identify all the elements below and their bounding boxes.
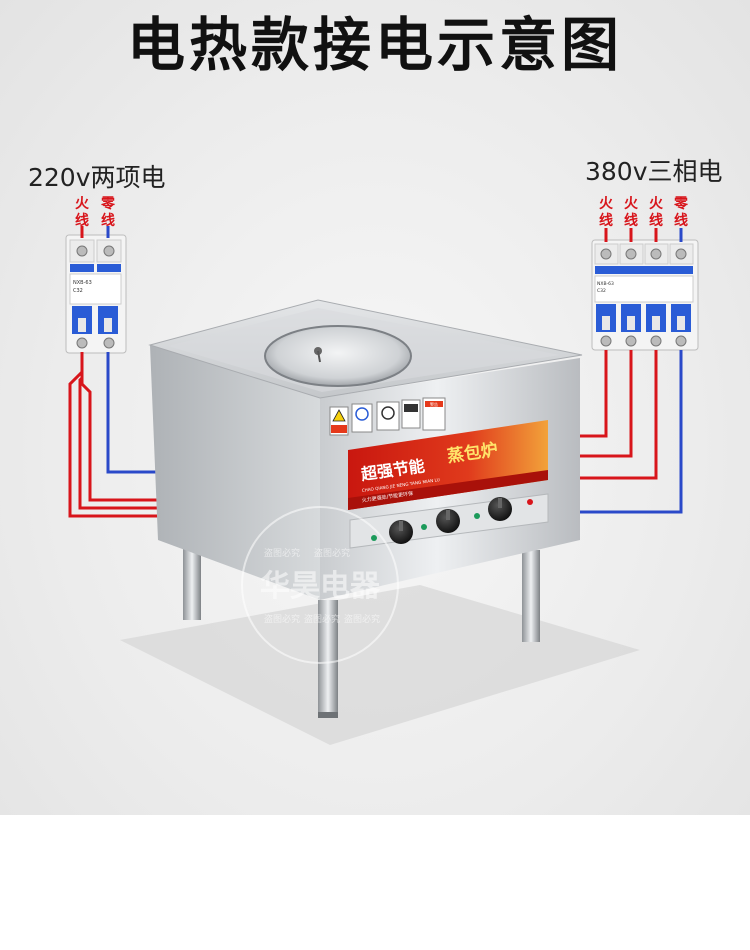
watermark-small-4: 盗图必究 [304,613,340,625]
right-neutral-wire-label: 零线 [674,196,688,229]
indicator-light-2 [421,524,427,530]
page-title: 电热款接电示意图 [126,11,623,79]
watermark-small-2: 盗图必究 [314,547,350,559]
right-wires [575,350,683,514]
indicator-light-4 [527,499,533,505]
left-breaker-rating: C32 [73,288,83,294]
left-breaker-model: NXB-63 [73,280,92,286]
knob-1[interactable] [389,520,413,544]
right-supply-label: 380v三相电 [585,157,723,186]
left-neutral-wire-label: 零线 [101,196,115,229]
indicator-light-3 [474,513,480,519]
watermark-small-5: 盗图必究 [344,613,380,625]
warning-label-text: 警告 [430,401,438,407]
wiring-diagram: NXB-63 C32 NXB-63 C32 [65,226,699,745]
left-wires [68,352,160,518]
left-live-wire-label: 火线 [75,196,89,229]
right-breaker-rating: C32 [597,288,606,294]
knob-2[interactable] [436,509,460,533]
floor-shadow [120,585,640,745]
right-live-wire-label-2: 火线 [624,196,638,229]
left-breaker: NXB-63 C32 [65,234,127,354]
watermark-small-1: 盗图必究 [264,547,300,559]
right-breaker-model: NXB-63 [597,281,614,287]
watermark-brand: 华昊电器 [260,569,381,604]
right-live-wire-label-3: 火线 [649,196,663,229]
right-live-wire-label-1: 火线 [599,196,613,229]
bottom-blank-area [0,815,750,950]
right-breaker: NXB-63 C32 [591,239,699,351]
left-supply-label: 220v两项电 [28,163,166,192]
steamer-stove: 警告 超强节能 蒸包炉 CHAO QIANG JIE NENG TANG MIA… [148,299,583,718]
knob-3[interactable] [488,497,512,521]
indicator-light-1 [371,535,377,541]
watermark-small-3: 盗图必究 [264,613,300,625]
watermark: 华昊电器 盗图必究 盗图必究 盗图必究 盗图必究 盗图必究 [241,506,399,664]
